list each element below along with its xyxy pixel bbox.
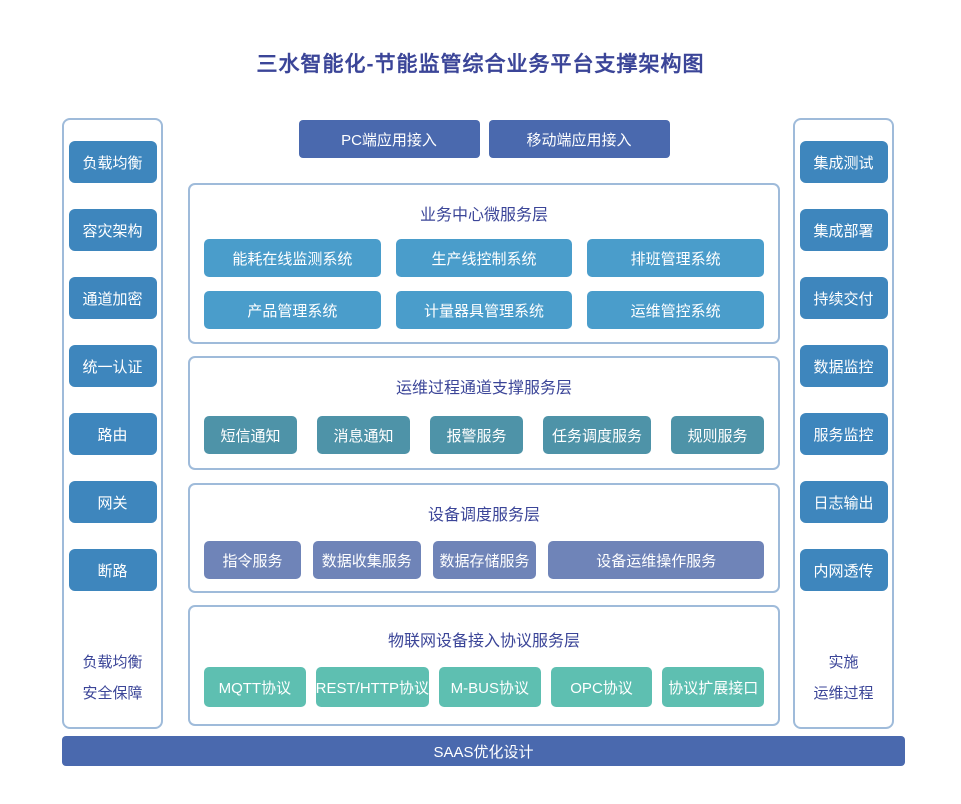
right-sidebar-item-integration-test: 集成测试 bbox=[799, 141, 888, 183]
node-rule-service: 规则服务 bbox=[670, 416, 764, 454]
node-task-scheduling-service: 任务调度服务 bbox=[543, 416, 651, 454]
section-title: 物联网设备接入协议服务层 bbox=[387, 633, 580, 650]
saas-optimization-bar: SAAS优化设计 bbox=[62, 736, 905, 766]
node-command-service: 指令服务 bbox=[204, 541, 301, 579]
node-shift-management: 排班管理系统 bbox=[587, 239, 765, 277]
node-mqtt-protocol: MQTT协议 bbox=[204, 667, 306, 707]
left-sidebar-item-routing: 路由 bbox=[68, 413, 157, 455]
left-sidebar-caption: 负载均衡 安全保障 bbox=[82, 647, 142, 709]
left-sidebar-item-gateway: 网关 bbox=[68, 481, 157, 523]
node-data-storage-service: 数据存储服务 bbox=[432, 541, 537, 579]
right-sidebar-item-service-monitoring: 服务监控 bbox=[799, 413, 888, 455]
right-sidebar-item-log-output: 日志输出 bbox=[799, 481, 888, 523]
node-protocol-extension-interface: 协议扩展接口 bbox=[662, 667, 765, 707]
section-row: 能耗在线监测系统 生产线控制系统 排班管理系统 bbox=[190, 239, 778, 277]
caption-line: 实施 bbox=[828, 654, 859, 671]
node-mbus-protocol: M-BUS协议 bbox=[439, 667, 541, 707]
left-sidebar-item-channel-encryption: 通道加密 bbox=[68, 277, 157, 319]
node-metering-instrument-management: 计量器具管理系统 bbox=[395, 291, 573, 329]
section-row: 产品管理系统 计量器具管理系统 运维管控系统 bbox=[190, 291, 778, 329]
left-sidebar-item-load-balance: 负载均衡 bbox=[68, 141, 157, 183]
left-sidebar-item-disaster-recovery: 容灾架构 bbox=[68, 209, 157, 251]
right-sidebar-item-continuous-delivery: 持续交付 bbox=[799, 277, 888, 319]
right-sidebar-item-intranet-passthrough: 内网透传 bbox=[799, 549, 888, 591]
left-sidebar-item-circuit-break: 断路 bbox=[68, 549, 157, 591]
caption-line: 负载均衡 bbox=[82, 654, 143, 671]
pc-app-access-node: PC端应用接入 bbox=[298, 120, 480, 158]
node-energy-monitoring: 能耗在线监测系统 bbox=[204, 239, 381, 277]
section-ops-channel-support-layer: 运维过程通道支撑服务层 短信通知 消息通知 报警服务 任务调度服务 规则服务 bbox=[188, 356, 780, 470]
node-ops-control: 运维管控系统 bbox=[587, 291, 765, 329]
node-opc-protocol: OPC协议 bbox=[550, 667, 653, 707]
section-row: 短信通知 消息通知 报警服务 任务调度服务 规则服务 bbox=[190, 416, 778, 454]
node-data-collection-service: 数据收集服务 bbox=[312, 541, 421, 579]
node-rest-http-protocol: REST/HTTP协议 bbox=[315, 667, 430, 707]
right-sidebar-item-integration-deploy: 集成部署 bbox=[799, 209, 888, 251]
right-sidebar-caption: 实施 运维过程 bbox=[813, 647, 873, 709]
left-sidebar-panel: 负载均衡 容灾架构 通道加密 统一认证 路由 网关 断路 负载均衡 安全保障 bbox=[62, 118, 163, 729]
page-title: 三水智能化-节能监管综合业务平台支撑架构图 bbox=[256, 53, 705, 76]
section-row: MQTT协议 REST/HTTP协议 M-BUS协议 OPC协议 协议扩展接口 bbox=[190, 667, 778, 707]
node-message-notification: 消息通知 bbox=[317, 416, 411, 454]
section-business-microservice-layer: 业务中心微服务层 能耗在线监测系统 生产线控制系统 排班管理系统 产品管理系统 … bbox=[188, 183, 780, 344]
mobile-app-access-node: 移动端应用接入 bbox=[488, 120, 670, 158]
right-sidebar-panel: 集成测试 集成部署 持续交付 数据监控 服务监控 日志输出 内网透传 实施 运维… bbox=[793, 118, 894, 729]
caption-line: 运维过程 bbox=[813, 685, 874, 702]
section-device-scheduling-layer: 设备调度服务层 指令服务 数据收集服务 数据存储服务 设备运维操作服务 bbox=[188, 483, 780, 593]
app-access-row: PC端应用接入 移动端应用接入 bbox=[188, 120, 780, 158]
node-alarm-service: 报警服务 bbox=[430, 416, 524, 454]
section-title: 运维过程通道支撑服务层 bbox=[395, 380, 572, 397]
node-device-ops-operation-service: 设备运维操作服务 bbox=[548, 541, 764, 579]
node-production-line-control: 生产线控制系统 bbox=[395, 239, 573, 277]
section-iot-protocol-layer: 物联网设备接入协议服务层 MQTT协议 REST/HTTP协议 M-BUS协议 … bbox=[188, 605, 780, 726]
node-sms-notification: 短信通知 bbox=[204, 416, 298, 454]
section-row: 指令服务 数据收集服务 数据存储服务 设备运维操作服务 bbox=[190, 541, 778, 579]
left-sidebar-item-unified-auth: 统一认证 bbox=[68, 345, 157, 387]
right-sidebar-item-data-monitoring: 数据监控 bbox=[799, 345, 888, 387]
caption-line: 安全保障 bbox=[82, 685, 143, 702]
section-title: 业务中心微服务层 bbox=[419, 207, 548, 224]
node-product-management: 产品管理系统 bbox=[204, 291, 381, 329]
section-title: 设备调度服务层 bbox=[427, 507, 540, 524]
